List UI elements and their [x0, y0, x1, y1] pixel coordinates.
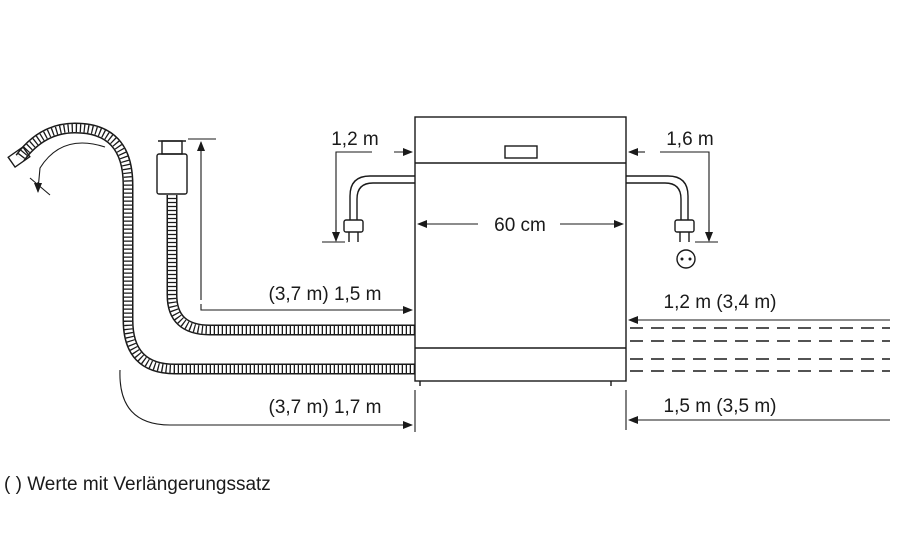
drain-upper-label: (3,7 m) 1,5 m: [269, 284, 382, 305]
drain-hoses: [7, 122, 415, 375]
control-panel-icon: [504, 145, 538, 159]
water-upper-label: 1,2 m (3,4 m): [664, 292, 777, 313]
width-label: 60 cm: [494, 215, 546, 236]
water-supply: 1,2 m (3,4 m) 1,5 m (3,5 m): [625, 292, 890, 430]
dishwasher: [414, 116, 627, 386]
drain-dimensions: (3,7 m) 1,5 m (3,7 m) 1,7 m: [119, 138, 416, 432]
socket-icon: [676, 249, 696, 269]
footnote: ( ) Werte mit Verlängerungssatz: [4, 474, 271, 495]
siphon-icon: [156, 153, 188, 195]
water-lower-label: 1,5 m (3,5 m): [664, 396, 777, 417]
power-cable-right: 1,6 m: [626, 129, 718, 269]
drain-lower-label: (3,7 m) 1,7 m: [269, 397, 382, 418]
cable-right-label: 1,6 m: [666, 129, 714, 150]
width-dimension: 60 cm: [417, 215, 624, 236]
power-cable-left: 1,2 m: [322, 129, 415, 243]
cable-left-label: 1,2 m: [331, 129, 379, 150]
